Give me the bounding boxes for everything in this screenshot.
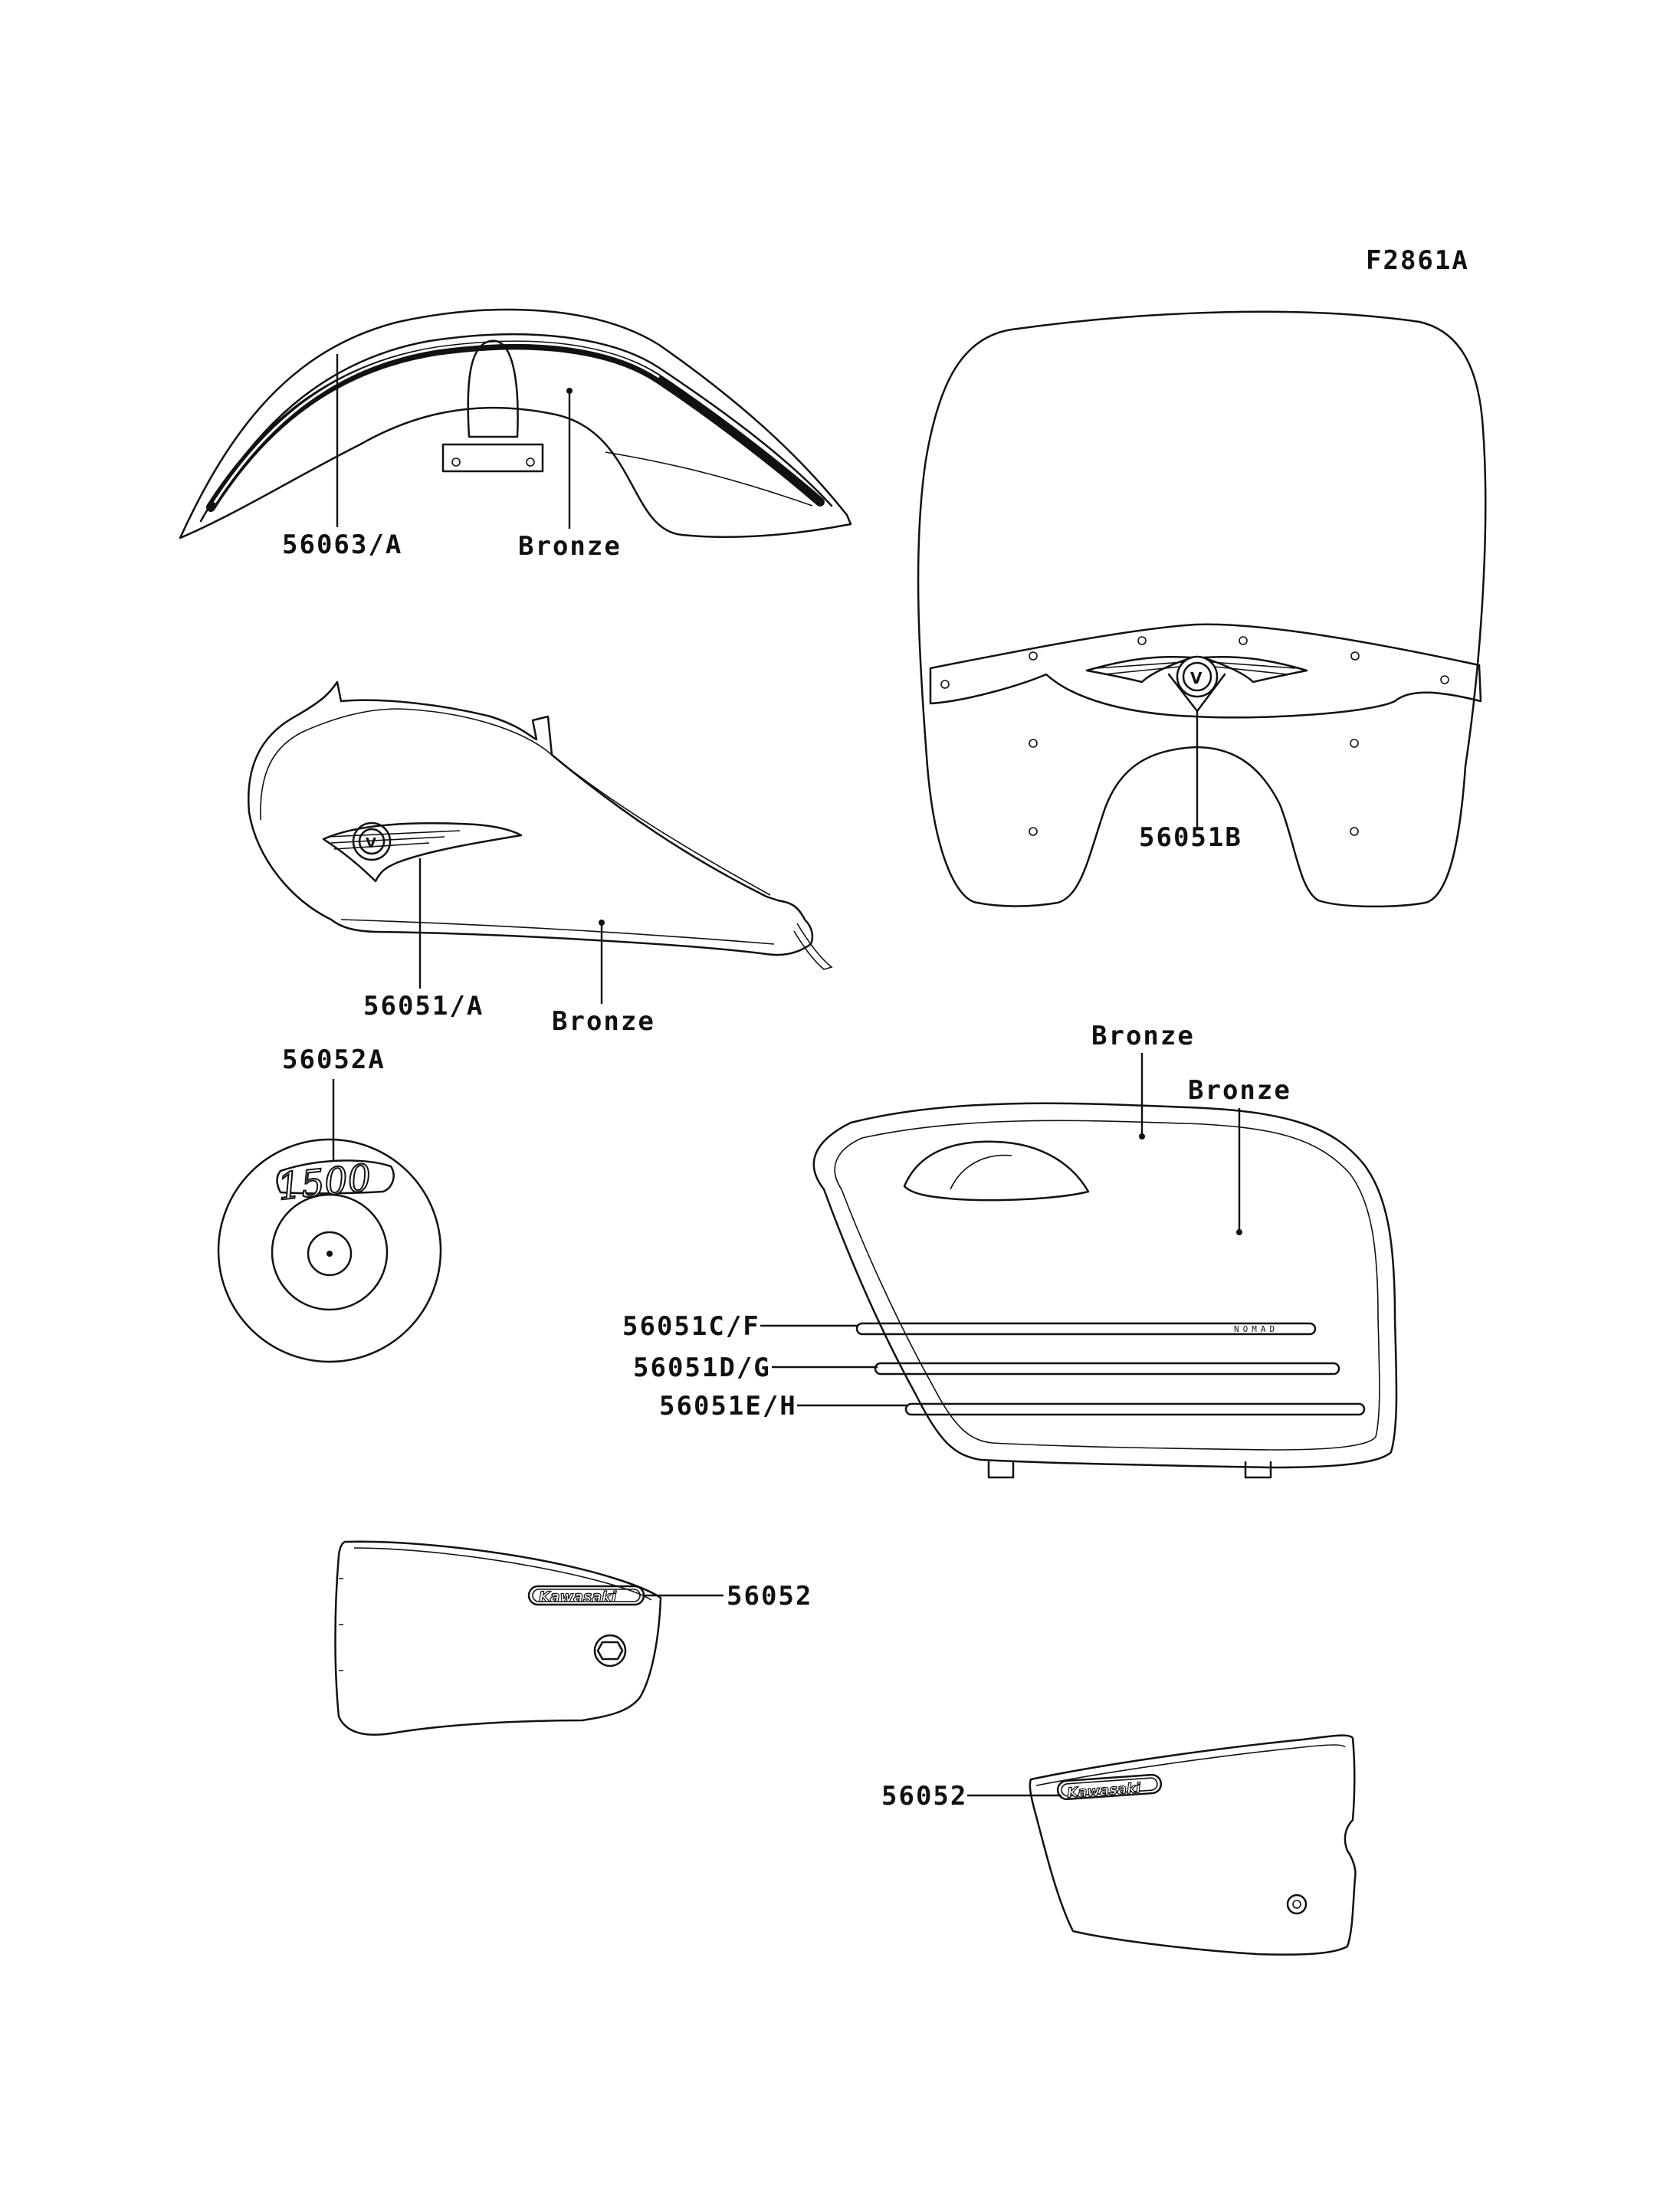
saddlebag: NOMAD xyxy=(812,1102,1398,1479)
label-saddlebag-stripe-top: 56051C/F xyxy=(622,1311,760,1342)
label-fender-stripe: 56063/A xyxy=(282,530,402,560)
label-windshield-emblem: 56051B xyxy=(1139,822,1242,853)
label-tank-emblem: 56051/A xyxy=(363,991,484,1021)
label-cover-emblem: 56052A xyxy=(282,1044,386,1075)
v-badge-tank: V xyxy=(366,835,376,851)
side-cover-left: Kawasaki xyxy=(334,1540,662,1736)
windshield-v-emblem: V xyxy=(1085,655,1308,713)
side-cover-right: Kawasaki xyxy=(1029,1734,1357,1956)
label-saddlebag-stripe-bottom: 56051E/H xyxy=(659,1391,797,1421)
figure-code: F2861A xyxy=(1366,245,1469,276)
label-saddlebag-color-inner: Bronze xyxy=(1188,1075,1291,1106)
displacement-decal: 1500 xyxy=(276,1156,373,1208)
fuel-tank: V xyxy=(248,680,833,970)
label-side-cover-right: 56052 xyxy=(881,1781,967,1812)
round-cover: 1500 xyxy=(217,1138,442,1363)
label-saddlebag-color-outer: Bronze xyxy=(1091,1021,1195,1051)
label-tank-color: Bronze xyxy=(552,1006,655,1037)
front-fender xyxy=(179,308,852,539)
label-fender-color: Bronze xyxy=(518,531,622,562)
nomad-decal: NOMAD xyxy=(1234,1324,1278,1334)
v-badge-windshield: V xyxy=(1190,669,1203,687)
label-side-cover-left: 56052 xyxy=(727,1581,812,1612)
label-saddlebag-stripe-mid: 56051D/G xyxy=(633,1353,771,1383)
kawasaki-logo-left: Kawasaki xyxy=(539,1589,617,1605)
windshield: V xyxy=(917,310,1487,908)
tank-v-emblem: V xyxy=(322,821,523,883)
